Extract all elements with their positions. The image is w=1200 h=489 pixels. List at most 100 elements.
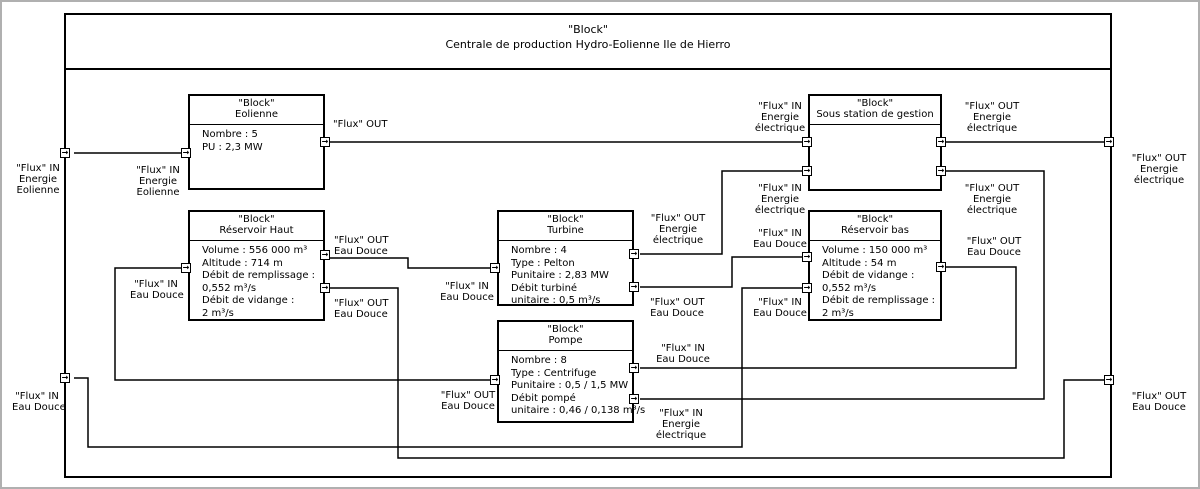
flow-label-line: "Flux" IN — [758, 183, 802, 194]
block-stereotype: "Block" — [238, 214, 275, 225]
block-property: Punitaire : 0,5 / 1,5 MW — [511, 380, 629, 391]
flow-label-line: Energie — [18, 174, 58, 185]
block-property: Punitaire : 2,83 MW — [511, 270, 609, 281]
flow-label-line: Energie — [972, 194, 1012, 205]
block-property: 0,552 m³/s — [202, 282, 257, 294]
block-property: Altitude : 714 m — [202, 257, 283, 269]
system-block-header — [64, 13, 1112, 70]
block-property: Débit de remplissage : — [822, 295, 936, 306]
block-properties: Volume : 556 000 m³ Altitude : 714 m Déb… — [190, 241, 323, 320]
block-name: Sous station de gestion — [816, 109, 934, 120]
flow-label-line: Eau Douce — [656, 354, 710, 365]
port-rb-out: → — [936, 262, 946, 272]
flow-label-line: Energie — [661, 419, 701, 430]
flow-label-line: Eau Douce — [967, 247, 1021, 258]
flow-label-line: "Flux" IN — [136, 165, 180, 176]
flow-label-line: "Flux" IN — [16, 163, 60, 174]
port-rh-out-bottom: → — [320, 283, 330, 293]
flow-label-line: Eau Douce — [753, 239, 807, 250]
flow-label-line: Energie — [1139, 164, 1179, 175]
flow-label-line: électrique — [655, 430, 707, 441]
flow-label-line: "Flux" OUT — [1131, 153, 1187, 164]
block-property: Type : Centrifuge — [511, 367, 597, 379]
flow-label-line: "Flux" IN — [758, 101, 802, 112]
block-reservoir-haut: "Block" Réservoir Haut Volume : 556 000 … — [188, 210, 325, 321]
flow-label-line: Eau Douce — [130, 290, 184, 301]
block-property: unitaire : 0,46 / 0,138 m³/s — [511, 405, 646, 416]
block-name: Réservoir bas — [841, 225, 909, 236]
block-property: 2 m³/s — [202, 307, 234, 319]
port-turbine-out-elec: → — [629, 249, 639, 259]
block-properties: Nombre : 5 PU : 2,3 MW — [190, 125, 323, 154]
block-stereotype: "Block" — [856, 98, 894, 109]
flow-label-line: "Flux" OUT — [334, 235, 389, 246]
connector-sys-eau-to-rb — [74, 287, 802, 448]
flow-label-line: électrique — [1133, 175, 1185, 186]
block-eolienne-header: "Block" Eolienne — [190, 96, 323, 125]
flow-label-line: "Flux" IN — [661, 343, 705, 354]
block-property: Volume : 150 000 m³ — [822, 245, 928, 256]
flow-label-line: Eau Douce — [753, 308, 807, 319]
block-property: 2 m³/s — [822, 307, 854, 319]
port-sys-in-eau: → — [60, 373, 70, 383]
block-property: 0,552 m³/s — [822, 282, 877, 294]
flow-label-line: électrique — [754, 205, 806, 216]
flow-label-line: Eau Douce — [334, 246, 388, 257]
connector-rh-to-sys-out — [330, 287, 1104, 459]
port-eolienne-in: → — [181, 148, 191, 158]
block-property: Nombre : 5 — [202, 129, 258, 140]
flow-label-line: électrique — [966, 205, 1018, 216]
flow-label-line: "Flux" OUT — [650, 213, 706, 224]
port-ss-out-bottom: → — [936, 166, 946, 176]
flow-label-line: Eau Douce — [440, 292, 494, 303]
system-title: Centrale de production Hydro-Eolienne Il… — [445, 38, 731, 51]
block-properties: Nombre : 8 Type : Centrifuge Punitaire :… — [499, 351, 646, 418]
port-turbine-out-eau: → — [629, 282, 639, 292]
block-turbine: "Block" Turbine Nombre : 4 Type : Pelton… — [497, 210, 634, 306]
flow-label-line: "Flux" OUT — [334, 298, 389, 309]
block-property: Débit de remplissage : — [202, 270, 316, 281]
block-property: PU : 2,3 MW — [202, 141, 263, 153]
block-property: Nombre : 8 — [511, 355, 567, 366]
flow-label-line: Eau Douce — [650, 308, 704, 319]
block-stereotype: "Block" — [856, 214, 894, 225]
flow-label-line: "Flux" IN — [758, 297, 802, 308]
connector-pompe-to-rh — [114, 267, 490, 381]
block-property: Type : Pelton — [511, 257, 575, 269]
flow-label-line: "Flux" IN — [134, 279, 178, 290]
block-properties: Nombre : 4 Type : Pelton Punitaire : 2,8… — [499, 241, 632, 308]
block-properties: Volume : 150 000 m³ Altitude : 54 m Débi… — [810, 241, 940, 320]
block-eolienne: "Block" Eolienne Nombre : 5 PU : 2,3 MW — [188, 94, 325, 190]
block-name: Réservoir Haut — [219, 225, 294, 236]
flow-label-line: Energie — [972, 112, 1012, 123]
port-rb-in-top: → — [802, 252, 812, 262]
port-rh-in: → — [181, 263, 191, 273]
flow-label-line: "Flux" OUT — [650, 297, 705, 308]
block-turbine-header: "Block" Turbine — [499, 212, 632, 241]
connector-turbine-to-rb — [640, 256, 802, 288]
flow-label-line: "Flux" IN — [758, 228, 802, 239]
port-ss-in-bottom: → — [802, 166, 812, 176]
connector-turbine-to-sousstation — [640, 170, 802, 255]
port-sys-out-elec: → — [1104, 137, 1114, 147]
flow-label-line: "Flux" OUT — [1131, 391, 1187, 402]
port-rh-out-top: → — [320, 250, 330, 260]
block-property: unitaire : 0,5 m³/s — [511, 295, 601, 306]
block-reservoir-haut-header: "Block" Réservoir Haut — [190, 212, 323, 241]
port-pompe-in-eau: → — [629, 363, 639, 373]
flow-label-line: "Flux" IN — [445, 281, 489, 292]
system-stereotype: "Block" — [568, 23, 608, 36]
block-property: Débit pompé — [511, 392, 576, 404]
